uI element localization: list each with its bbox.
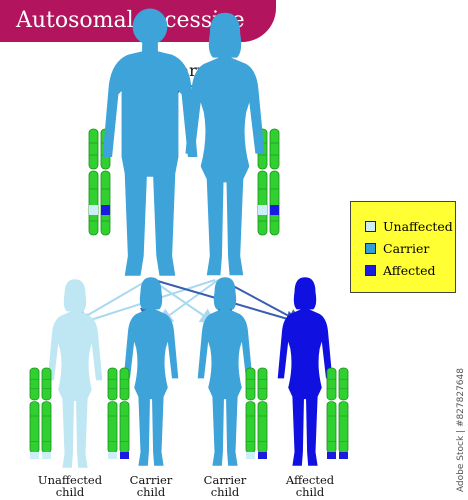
watermark-text: Adobe Stock | #827827648: [456, 367, 466, 492]
legend-item-carrier: Carrier: [365, 240, 429, 256]
legend-swatch: [365, 242, 376, 254]
child-label-unaffected: Unaffected child: [30, 474, 110, 498]
legend-label: Carrier: [383, 240, 430, 256]
affected-child-figure: [277, 277, 333, 466]
inheritance-arrows: [72, 279, 304, 328]
legend-label: Unaffected: [383, 218, 453, 234]
carrier-father-figure: [102, 8, 198, 276]
child-label-carrier-1: Carrier child: [111, 474, 191, 498]
legend-label: Affected: [383, 262, 436, 278]
father-chromosome-pair: [88, 128, 111, 236]
unaffected-child-chromosome-pair: [29, 367, 52, 459]
diagram-title: Autosomal recessive: [16, 8, 245, 33]
child-label-text: Carrier child: [203, 473, 247, 499]
child-label-affected: Affected child: [270, 474, 350, 498]
child-label-carrier-2: Carrier child: [185, 474, 265, 498]
mother-chromosome-pair: [257, 128, 280, 236]
carrier-mother-figure: [185, 12, 265, 276]
child-label-text: Unaffected child: [37, 473, 103, 499]
carrier-child-1-chromosome-pair: [107, 367, 130, 459]
child-label-text: Affected child: [285, 473, 335, 499]
affected-child-chromosome-pair: [326, 367, 349, 459]
carrier-child-figure-1: [123, 277, 179, 466]
legend: Unaffected Carrier Affected: [350, 201, 456, 293]
legend-item-unaffected: Unaffected: [365, 218, 453, 234]
legend-swatch: [365, 220, 376, 232]
legend-item-affected: Affected: [365, 262, 436, 278]
child-label-text: Carrier child: [129, 473, 173, 499]
carrier-child-2-chromosome-pair: [245, 367, 268, 459]
unaffected-child-figure: [47, 279, 103, 468]
legend-swatch: [365, 264, 376, 276]
stock-watermark: Adobe Stock | #827827648: [456, 368, 466, 492]
